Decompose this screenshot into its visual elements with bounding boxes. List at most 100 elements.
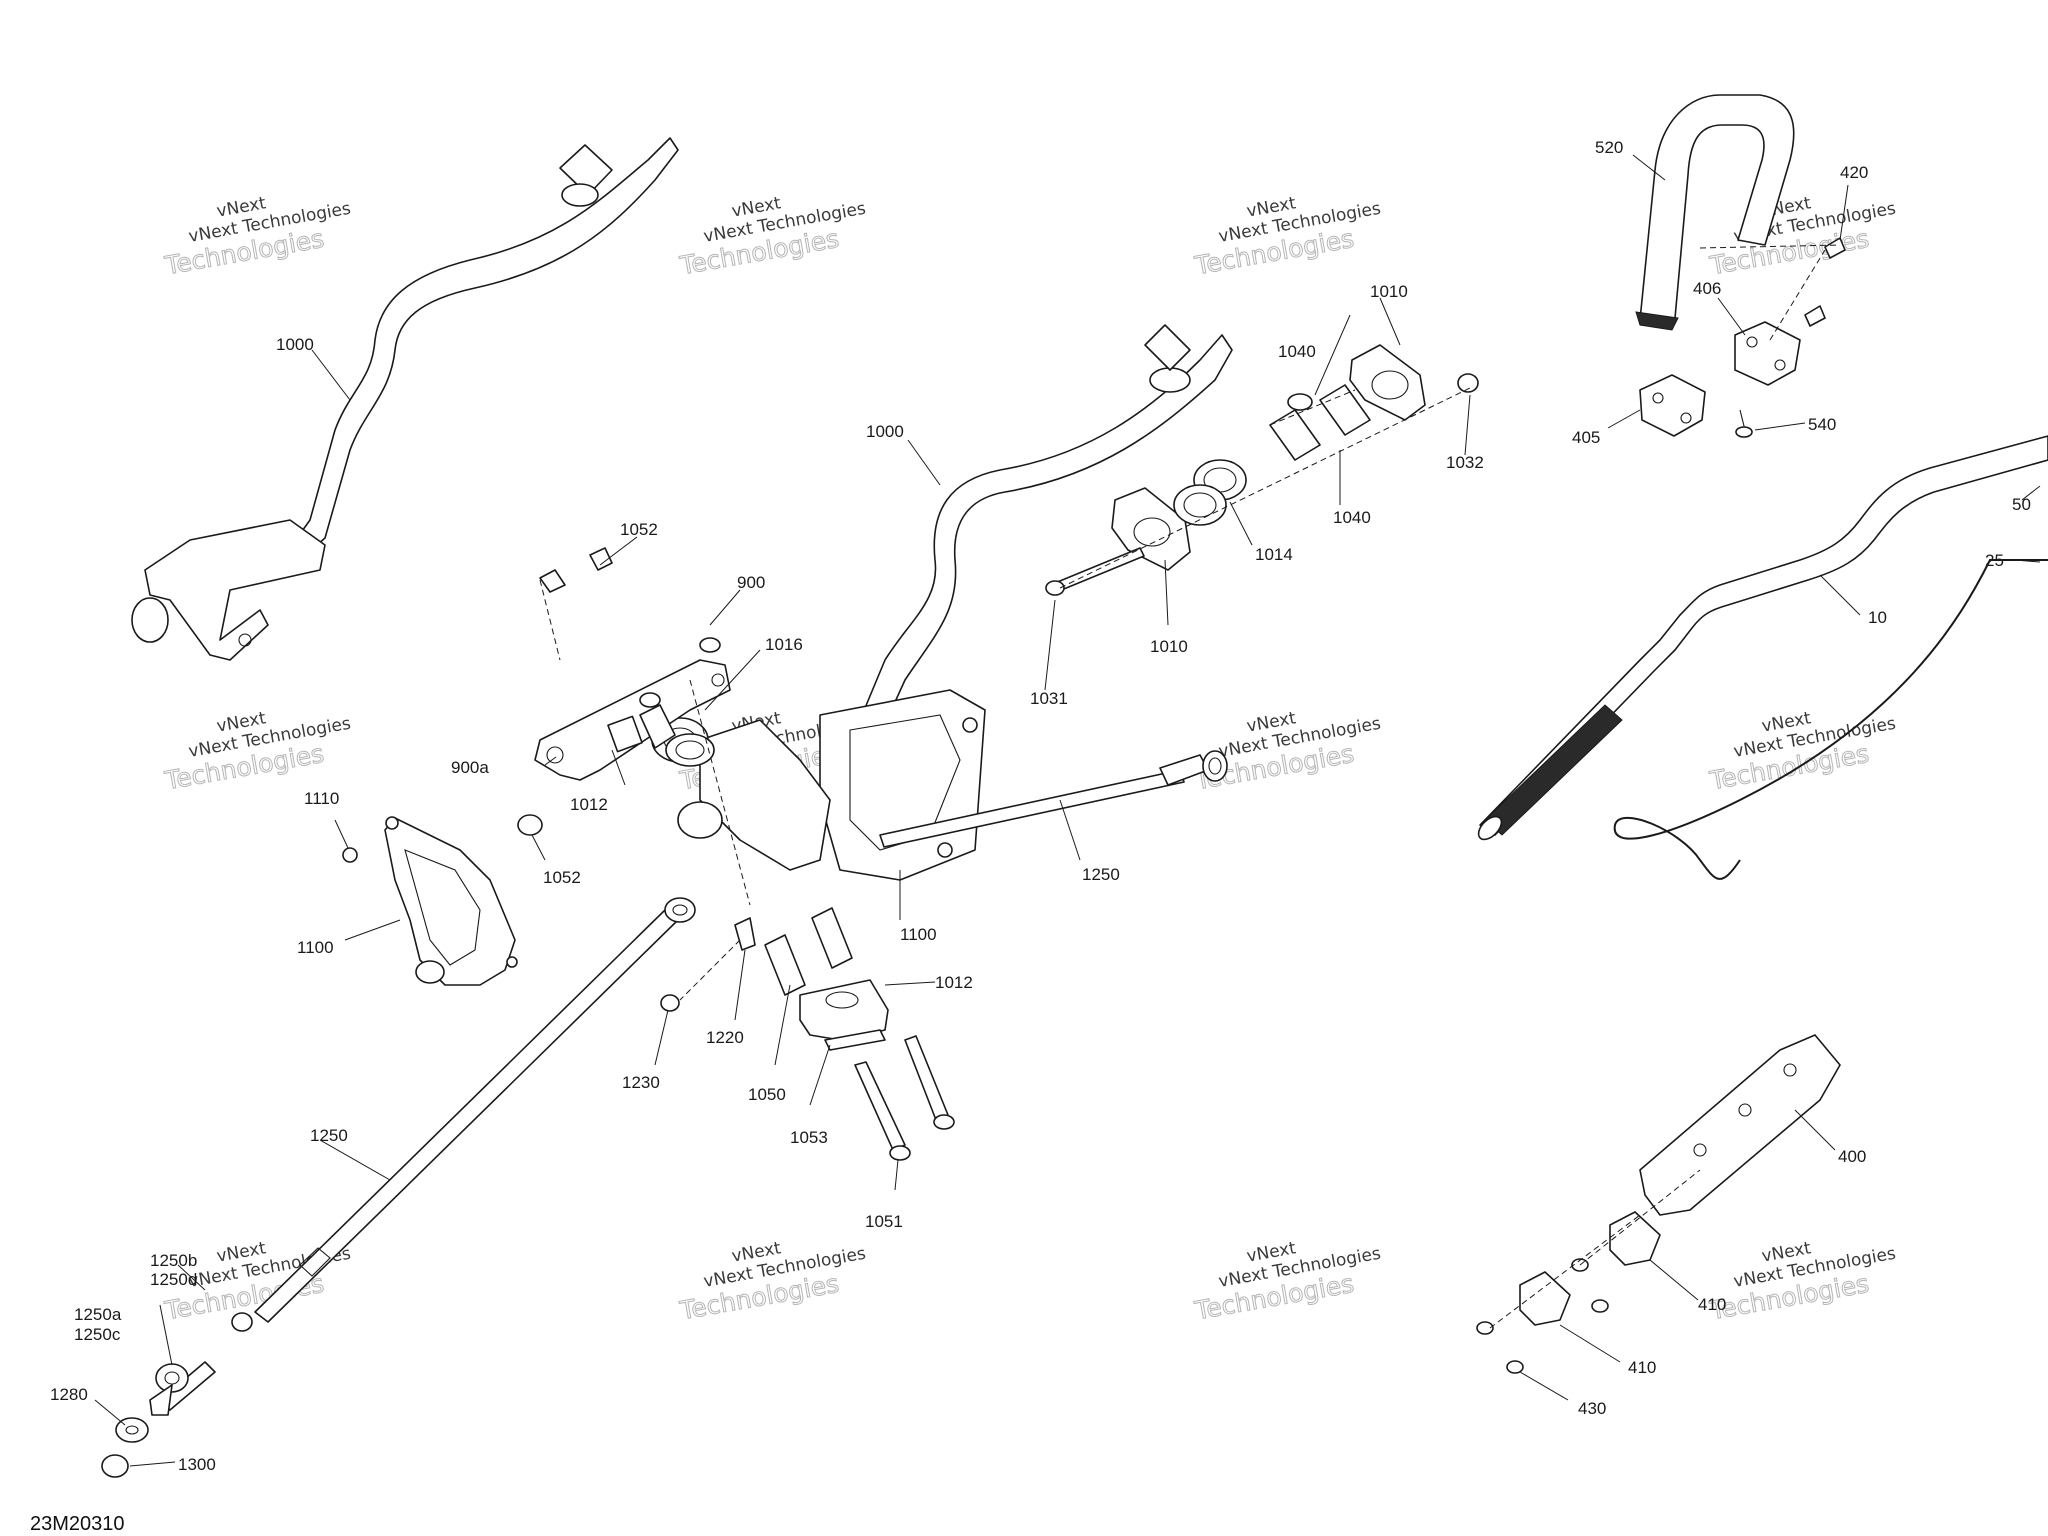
axis-line xyxy=(1059,387,1471,589)
part-1051-bolts xyxy=(854,1035,955,1161)
part-1053-plate xyxy=(824,1029,886,1051)
callout-1100-left: 1100 xyxy=(297,938,334,957)
watermark: vNext vNext Technologies Technologies xyxy=(1706,708,1897,796)
plate xyxy=(824,1029,886,1051)
bolt-head xyxy=(1476,1321,1494,1335)
nut xyxy=(660,994,680,1012)
leader xyxy=(531,834,546,861)
support-hole xyxy=(1738,1103,1752,1117)
nut xyxy=(1457,373,1479,393)
callout-1250c: 1250c xyxy=(74,1325,121,1344)
leader xyxy=(734,949,746,1021)
part-1100-left-cover xyxy=(384,816,518,986)
callout-410-upper: 410 xyxy=(1698,1295,1726,1314)
leader xyxy=(1839,184,1849,241)
clamp-saddle xyxy=(825,991,859,1009)
tie-rod-shaft xyxy=(879,769,1185,848)
leader xyxy=(611,749,626,786)
mount-body xyxy=(1734,321,1801,386)
leader xyxy=(654,1009,669,1066)
leader xyxy=(907,439,941,486)
mount-hole xyxy=(1774,359,1786,371)
leader xyxy=(1044,599,1056,691)
watermark: vNext vNext Technologies Technologies xyxy=(161,708,352,796)
callout-400: 400 xyxy=(1838,1147,1866,1166)
leader xyxy=(1649,1259,1699,1301)
leader xyxy=(1754,422,1806,431)
bushing-inner xyxy=(675,740,705,760)
watermark: vNext vNext Technologies Technologies xyxy=(1706,1238,1897,1326)
callout-1010-upper: 1010 xyxy=(1370,282,1408,301)
callout-1052-bottom: 1052 xyxy=(543,868,581,887)
watermark: vNext vNext Technologies Technologies xyxy=(1191,193,1382,281)
figure-code: 23M20310 xyxy=(30,1513,125,1535)
part-1230-nut xyxy=(660,994,680,1012)
mount-hole xyxy=(1746,336,1758,348)
part-540-screw xyxy=(1735,409,1753,438)
axis-line xyxy=(689,679,751,906)
watermark: vNext vNext Technologies Technologies xyxy=(1706,193,1897,281)
callout-1050: 1050 xyxy=(748,1085,786,1104)
cover-face xyxy=(404,849,481,966)
nut xyxy=(539,569,566,593)
cover-ear xyxy=(385,816,399,830)
axis-line xyxy=(1769,249,1826,341)
part-25-wire xyxy=(1613,559,2048,880)
bracket-hole xyxy=(546,746,564,764)
handle-foot xyxy=(1635,311,1679,331)
clamp xyxy=(1609,1211,1661,1266)
mount-body xyxy=(1639,374,1706,437)
bushing-block xyxy=(639,704,676,749)
handlebar-grip xyxy=(1484,704,1623,836)
callout-1250d: 1250d xyxy=(150,1270,197,1289)
tie-rod-eye xyxy=(664,897,696,923)
leader xyxy=(709,589,741,626)
jam-nut xyxy=(231,1312,253,1332)
leader xyxy=(311,349,351,401)
screw-head xyxy=(342,847,358,863)
cover-shell xyxy=(384,817,516,986)
nut xyxy=(101,1454,129,1478)
mount-hole xyxy=(1652,392,1664,404)
spacer xyxy=(1269,409,1321,461)
assembly-axes xyxy=(539,244,1841,1329)
mount-hole xyxy=(1680,412,1692,424)
bolt-shank xyxy=(1054,547,1145,592)
tie-rod-eye xyxy=(1202,750,1228,782)
tie-rod-eye-hole xyxy=(672,904,688,916)
cover-boss xyxy=(415,960,445,984)
callout-520: 520 xyxy=(1595,138,1623,157)
leader xyxy=(2014,559,2041,563)
callout-406: 406 xyxy=(1693,279,1721,298)
part-1016-bushing xyxy=(607,704,715,767)
bolt-head xyxy=(889,1145,911,1161)
leader-lines xyxy=(94,154,2041,1467)
leader xyxy=(544,756,557,766)
part-1040-spacers xyxy=(1269,384,1371,461)
column-collar xyxy=(561,183,599,207)
callout-1032: 1032 xyxy=(1446,453,1484,472)
rod-end-hole xyxy=(164,1371,180,1385)
part-520-grab-handle xyxy=(1635,94,1795,331)
part-1010-upper-clamp xyxy=(1349,344,1426,421)
bolt-head xyxy=(933,1114,955,1130)
callout-900a: 900a xyxy=(451,758,489,777)
leader xyxy=(704,649,761,711)
callout-1250-right: 1250 xyxy=(1082,865,1120,884)
callout-1250-left: 1250 xyxy=(310,1126,348,1145)
callout-1051: 1051 xyxy=(865,1212,903,1231)
housing-bolt xyxy=(962,717,978,733)
leader xyxy=(599,536,638,566)
housing-bolt xyxy=(937,842,953,858)
leader xyxy=(1314,314,1351,396)
callout-1250b: 1250b xyxy=(150,1251,197,1270)
bolt-shank xyxy=(854,1061,906,1151)
leader xyxy=(894,1159,899,1191)
part-1031-bolt xyxy=(1045,547,1145,596)
bolt-head xyxy=(1591,1299,1609,1313)
leader xyxy=(1519,1371,1569,1401)
callout-420: 420 xyxy=(1840,163,1868,182)
callout-1052-top: 1052 xyxy=(620,520,658,539)
tie-rod-eye-hole xyxy=(1208,757,1222,775)
